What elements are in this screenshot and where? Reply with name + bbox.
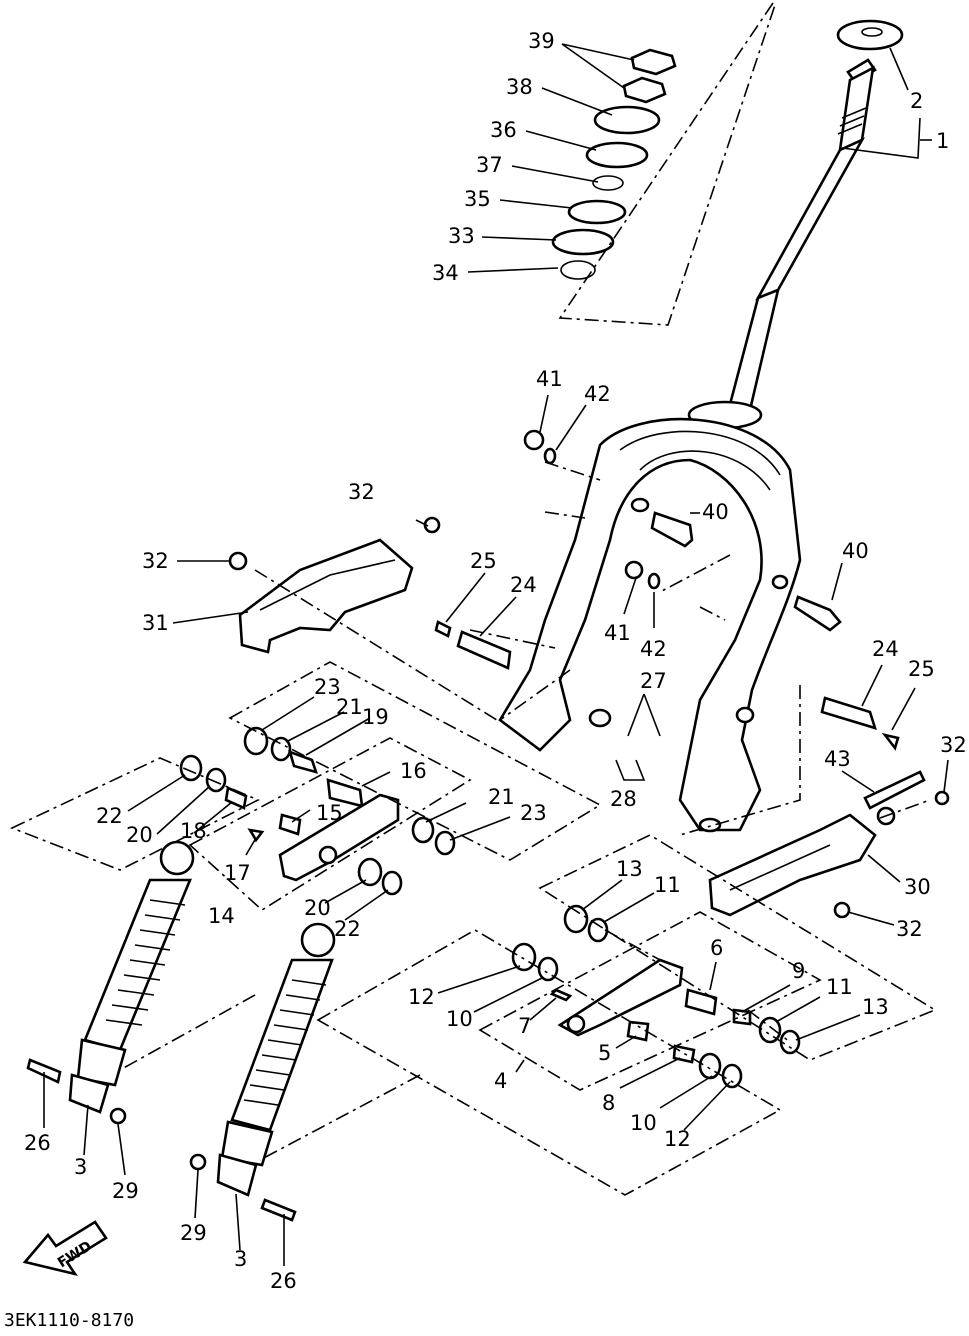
callout-30: 30 (904, 875, 931, 899)
callout-9: 9 (792, 959, 805, 983)
callout-29-left: 29 (112, 1179, 139, 1203)
callout-25-right: 25 (908, 657, 935, 681)
callout-42-top: 42 (584, 382, 611, 406)
callout-20-right: 20 (304, 896, 331, 920)
callout-26-right: 26 (270, 1269, 297, 1293)
callout-28: 28 (610, 787, 637, 811)
callout-10-right: 10 (630, 1111, 657, 1135)
callout-42-mid: 42 (640, 637, 667, 661)
callout-32-top: 32 (348, 480, 375, 504)
callout-24-left: 24 (510, 573, 537, 597)
fasteners (228, 429, 950, 919)
callout-21-left: 21 (336, 695, 363, 719)
callout-23-right: 23 (520, 801, 547, 825)
callout-21-right: 21 (488, 785, 515, 809)
callout-15: 15 (316, 801, 343, 825)
diagram-code: 3EK1110-8170 (4, 1310, 134, 1331)
callout-19: 19 (362, 705, 389, 729)
callout-11-right: 11 (826, 975, 853, 999)
callout-35: 35 (464, 187, 491, 211)
callout-32-bottom: 32 (896, 917, 923, 941)
callout-14: 14 (208, 904, 235, 928)
callout-13-left: 13 (616, 857, 643, 881)
fwd-arrow-icon (22, 1220, 108, 1277)
callout-17: 17 (224, 861, 251, 885)
assembly-outlines (9, 2, 937, 1196)
callout-22-left: 22 (96, 804, 123, 828)
callout-5: 5 (598, 1041, 611, 1065)
callout-41-mid: 41 (604, 621, 631, 645)
callout-3-left: 3 (74, 1155, 87, 1179)
callout-32-far-right: 32 (940, 733, 967, 757)
callout-39: 39 (528, 29, 555, 53)
shock-absorbers (26, 840, 336, 1222)
callout-31: 31 (142, 611, 169, 635)
callout-6: 6 (710, 936, 723, 960)
leader-lines (43, 43, 949, 1266)
callout-1: 1 (936, 129, 949, 153)
covers (238, 538, 926, 917)
callout-10-left: 10 (446, 1007, 473, 1031)
callout-38: 38 (506, 75, 533, 99)
callout-labels: 39 38 36 37 35 33 34 2 1 41 42 40 40 41 … (24, 29, 967, 1293)
callout-7: 7 (518, 1014, 531, 1038)
callout-16: 16 (400, 759, 427, 783)
callout-41-top: 41 (536, 367, 563, 391)
steering-stem (687, 19, 904, 430)
bearing-stack (551, 48, 677, 280)
callout-3-right: 3 (234, 1247, 247, 1271)
callout-8: 8 (602, 1091, 615, 1115)
callout-20-left: 20 (126, 823, 153, 847)
callout-4: 4 (494, 1069, 507, 1093)
callout-25-left: 25 (470, 549, 497, 573)
callout-37: 37 (476, 153, 503, 177)
callout-40-right: 40 (842, 539, 869, 563)
callout-34: 34 (432, 261, 459, 285)
fork-yoke (498, 417, 802, 833)
callout-29-right: 29 (180, 1221, 207, 1245)
callout-22-right: 22 (334, 917, 361, 941)
callout-26-left: 26 (24, 1131, 51, 1155)
callout-36: 36 (490, 118, 517, 142)
callout-11-left: 11 (654, 873, 681, 897)
callout-23-left: 23 (314, 675, 341, 699)
callout-43: 43 (824, 747, 851, 771)
callout-12-left: 12 (408, 985, 435, 1009)
link-assembly-lower (511, 904, 801, 1089)
callout-33: 33 (448, 224, 475, 248)
callout-32-left: 32 (142, 549, 169, 573)
callout-2: 2 (910, 89, 923, 113)
callout-24-right: 24 (872, 637, 899, 661)
callout-18: 18 (180, 819, 207, 843)
callout-40-left: 40 (702, 500, 729, 524)
callout-27: 27 (640, 669, 667, 693)
callout-13-right: 13 (862, 995, 889, 1019)
callout-12-right: 12 (664, 1127, 691, 1151)
